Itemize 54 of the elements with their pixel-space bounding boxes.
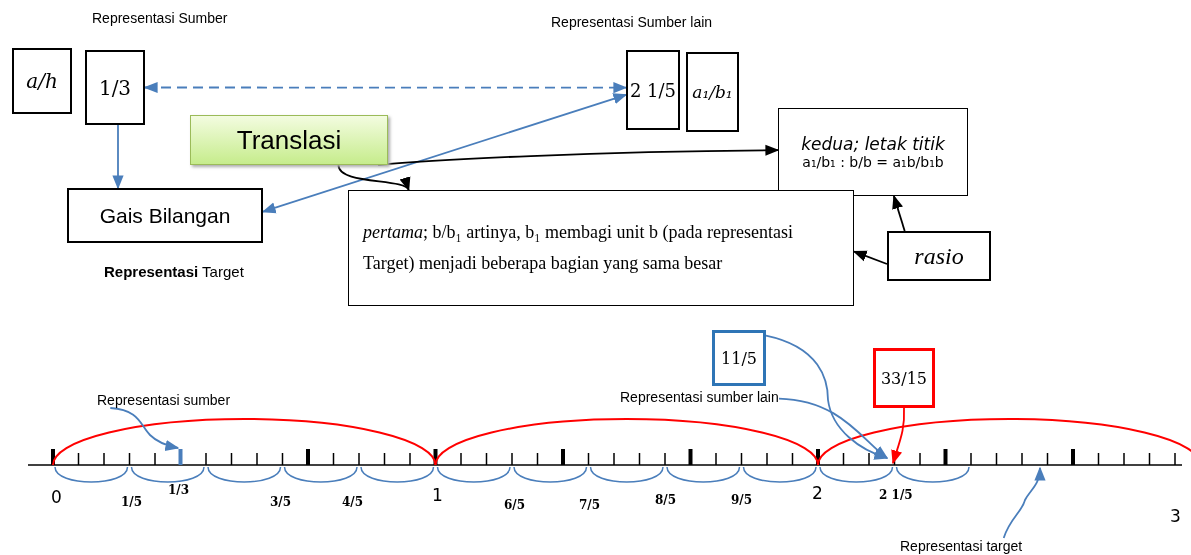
- fraction-box: [712, 330, 766, 386]
- box-text: 1/3: [98, 75, 132, 100]
- arrow: [778, 397, 889, 459]
- box-text: Gais Bilangan: [99, 203, 231, 228]
- box-text: kedua; letak titik: [801, 134, 945, 154]
- fraction-box: [686, 52, 739, 132]
- arrow: [112, 124, 124, 190]
- note-box: [778, 108, 968, 196]
- tick-label: 0: [51, 487, 62, 507]
- callout-text: Representasi target: [900, 538, 1023, 554]
- tick-label: 1/3: [168, 483, 190, 497]
- arrow: [765, 334, 889, 460]
- arrow: [377, 144, 780, 166]
- arrow: [143, 81, 628, 94]
- tick-label: 1/5: [121, 495, 143, 509]
- callout-text: Representasi sumber lain: [620, 389, 779, 405]
- arrow: [109, 407, 180, 451]
- fraction-box: [873, 348, 935, 408]
- tick-label: 3: [1170, 506, 1181, 526]
- note-box: [887, 231, 991, 281]
- tick-label: 2 1/5: [879, 488, 913, 502]
- tick-label: 1: [432, 485, 443, 505]
- tick-label: 2: [812, 483, 823, 503]
- arrow: [337, 164, 410, 192]
- process-box: [67, 188, 263, 243]
- note-box: [348, 190, 854, 306]
- heading-text: Representasi Sumber: [92, 10, 228, 26]
- box-text: 2 1/5: [629, 79, 677, 101]
- tick-label: 7/5: [579, 498, 601, 512]
- box-text: 33/15: [880, 368, 928, 388]
- tick-label: 8/5: [655, 493, 677, 507]
- arrow: [1002, 466, 1045, 539]
- arrow: [892, 194, 906, 232]
- box-text: rasio: [914, 242, 964, 270]
- fraction-box: [85, 50, 145, 125]
- box-text: pertama; b/b₁ artinya, b₁ membagi unit b (pada representasi Target) menjadi beberapa bagian yang sama besar: [363, 220, 794, 275]
- arrow: [261, 93, 628, 214]
- arrow: [891, 407, 906, 465]
- box-text: a/h: [26, 69, 58, 93]
- heading-text: Representasi Target: [104, 263, 244, 280]
- box-text: a₁/b₁: [692, 82, 733, 102]
- fraction-box: [12, 48, 72, 114]
- heading-text: Representasi Sumber lain: [551, 14, 713, 30]
- tick-label: 3/5: [270, 495, 292, 509]
- tick-label: 6/5: [504, 498, 526, 512]
- tick-label: 9/5: [731, 493, 753, 507]
- callout-text: Representasi sumber: [97, 392, 231, 408]
- formula-text: a₁/b₁ : b/b = a₁b/b₁b: [802, 154, 944, 170]
- process-box: [190, 115, 388, 165]
- box-text: 11/5: [721, 348, 757, 368]
- box-text: Translasi: [236, 124, 342, 156]
- fraction-box: [626, 50, 680, 130]
- arrow: [852, 250, 888, 265]
- tick-label: 4/5: [342, 495, 364, 509]
